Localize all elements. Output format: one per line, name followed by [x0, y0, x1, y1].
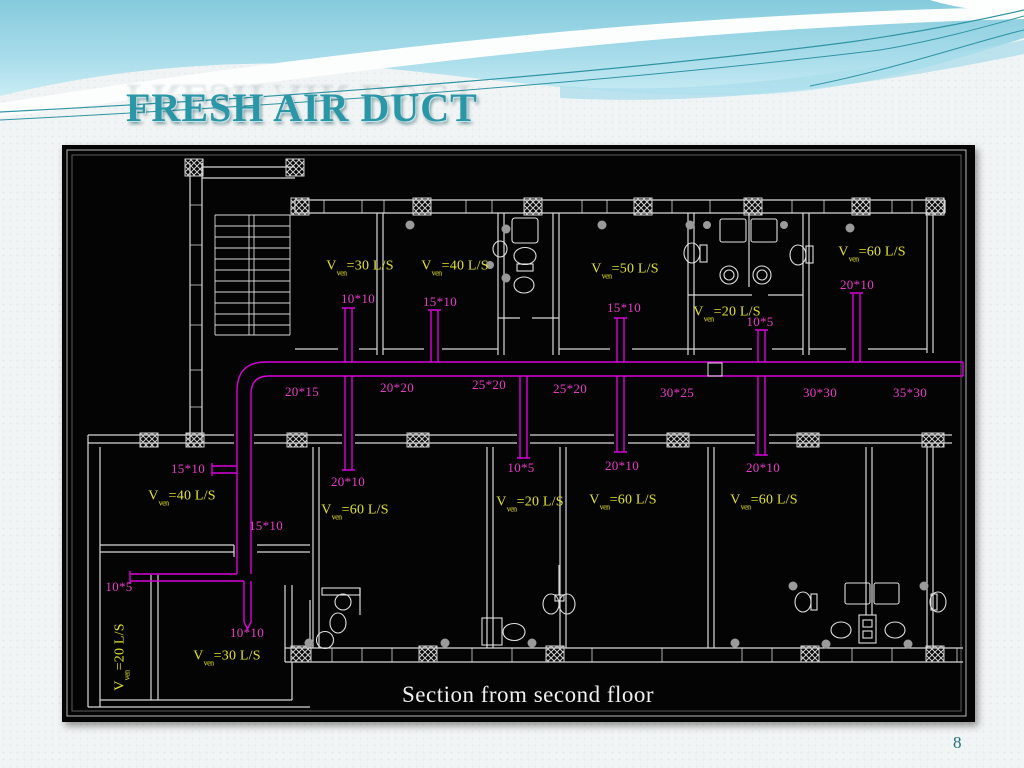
fresh-air-ducts [129, 292, 964, 631]
duct-size-label: 10*5 [507, 460, 535, 475]
air-flow-label: Vven=40 L/S [421, 258, 489, 278]
page-number: 8 [953, 733, 962, 752]
walls [87, 163, 963, 708]
duct-size-label: 15*10 [607, 300, 641, 315]
columns-hatched [139, 158, 945, 663]
door-swing-marks [304, 220, 929, 649]
duct-size-label: 20*15 [285, 384, 319, 399]
wave-line-2 [0, 15, 1024, 121]
air-flow-label: Vven=20 L/S [112, 623, 132, 691]
duct-size-label: 15*10 [249, 518, 283, 533]
wave-corner-sliver [930, 0, 1024, 12]
duct-size-label: 20*20 [380, 380, 414, 395]
air-flow-label: Vven=30 L/S [326, 258, 394, 278]
page-title: FRESH AIR DUCT [126, 85, 478, 130]
duct-size-label: 10*5 [746, 314, 774, 329]
duct-size-label: 30*25 [660, 385, 694, 400]
drawing-inner-border [66, 149, 967, 717]
duct-size-label: 20*10 [605, 458, 639, 473]
duct-size-label: 10*10 [230, 625, 264, 640]
air-flow-label: Vven=60 L/S [589, 492, 657, 512]
drawing-inner-border-2 [71, 154, 962, 712]
air-flow-label: Vven=40 L/S [148, 488, 216, 508]
duct-size-label: 25*20 [553, 381, 587, 396]
air-flow-label: Vven=60 L/S [321, 502, 389, 522]
duct-size-label: 20*10 [746, 460, 780, 475]
air-flow-label: Vven=50 L/S [591, 261, 659, 281]
duct-size-label: 10*5 [105, 579, 133, 594]
duct-size-label: 15*10 [423, 294, 457, 309]
air-flow-label: Vven=20 L/S [693, 304, 761, 324]
duct-size-label: 10*10 [341, 291, 375, 306]
header-waves-decoration [0, 0, 1024, 121]
duct-fitting [707, 362, 723, 377]
duct-size-label: 20*10 [840, 277, 874, 292]
air-flow-label: Vven=60 L/S [730, 492, 798, 512]
wave-white-swoosh [0, 7, 1024, 117]
duct-size-label: 30*30 [803, 385, 837, 400]
duct-size-label: 25*20 [472, 377, 506, 392]
duct-size-label: 15*10 [171, 461, 205, 476]
wave-light-band [560, 40, 1024, 100]
air-flow-label: Vven=30 L/S [193, 648, 261, 668]
air-flow-label: Vven=20 L/S [496, 494, 564, 514]
air-flow-label: Vven=60 L/S [838, 244, 906, 264]
bathroom-fixtures [315, 217, 947, 650]
duct-size-label: 20*10 [331, 474, 365, 489]
wave-line-3 [809, 29, 1024, 87]
wave-line-1 [0, 9, 1024, 113]
duct-size-label: 35*30 [893, 385, 927, 400]
cad-floor-plan-image: 10*10 15*10 15*10 10*5 20*10 20*15 20*20… [62, 145, 975, 722]
drawing-caption: Section from second floor [402, 682, 655, 707]
floor-plan-linework [66, 149, 967, 717]
